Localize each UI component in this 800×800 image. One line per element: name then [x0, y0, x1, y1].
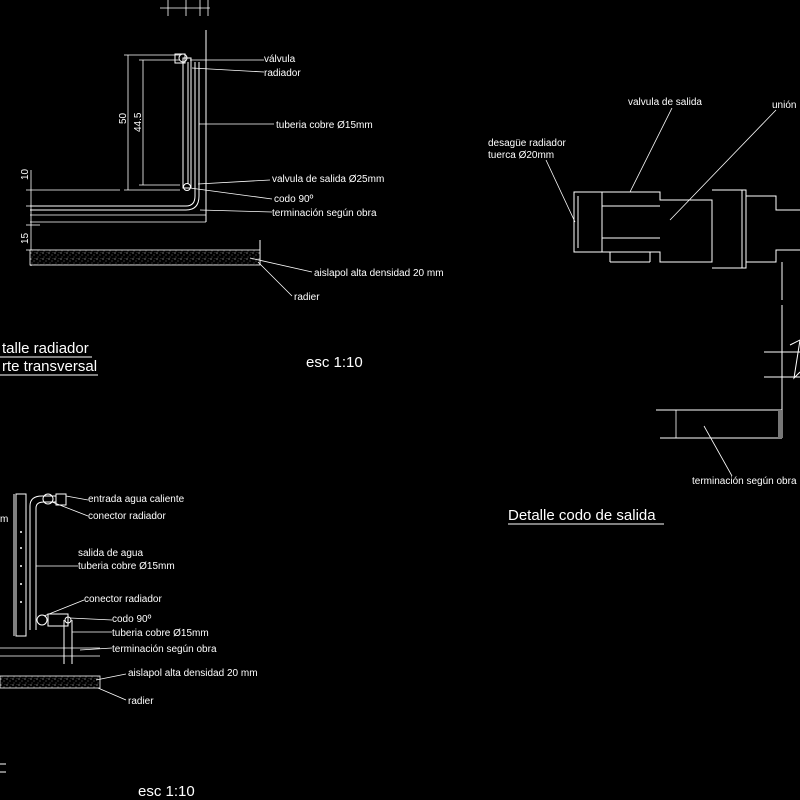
label-valvula-salida-right: valvula de salida	[628, 97, 702, 108]
label-valvula-salida: valvula de salida Ø25mm	[272, 174, 384, 185]
dim-50: 50	[118, 112, 129, 124]
connector-top	[42, 493, 54, 505]
dim-44-5: 44.5	[133, 112, 144, 132]
label-terminacion-right: terminación según obra	[692, 476, 797, 487]
label-radiador: radiador	[264, 68, 301, 79]
label-terminacion-bottom: terminación según obra	[112, 644, 217, 655]
scale-label-bottom: esc 1:10	[138, 783, 195, 800]
label-union: unión	[772, 100, 796, 111]
label-valvula: válvula	[264, 54, 296, 65]
pipe-inlet	[29, 495, 56, 630]
label-entrada: entrada agua caliente	[88, 494, 185, 505]
copper-pipe	[30, 62, 206, 223]
dim-10: 10	[20, 168, 31, 180]
detail-radiator-section: 50 44.5 10 15 válvula radiador tuberia c…	[0, 0, 444, 376]
connector-bottom	[36, 614, 48, 626]
edge-text: m	[0, 514, 8, 525]
vertical-dimensions	[26, 54, 180, 266]
label-radier-bottom: radier	[128, 696, 154, 707]
dim-15: 15	[20, 232, 31, 244]
label-aislapol: aislapol alta densidad 20 mm	[314, 268, 444, 279]
label-tuberia-cobre: tuberia cobre Ø15mm	[276, 120, 373, 131]
top-dimension	[160, 0, 210, 16]
aislapol-slab-bottom	[0, 675, 101, 689]
scale-label-top: esc 1:10	[306, 354, 363, 371]
radiator-panel	[15, 493, 27, 637]
label-aislapol-bottom: aislapol alta densidad 20 mm	[128, 668, 258, 679]
label-codo-bottom: codo 90º	[112, 614, 152, 625]
title-elbow-detail: Detalle codo de salida	[508, 507, 656, 524]
valve-body	[601, 191, 713, 263]
detail-radiator-elevation: m entrada agua caliente co	[0, 493, 258, 800]
union-body	[712, 189, 747, 269]
label-tuberia-2: tuberia cobre Ø15mm	[112, 628, 209, 639]
title-line-2: rte transversal	[2, 358, 97, 375]
aislapol-slab	[29, 249, 261, 266]
label-salida: salida de agua	[78, 548, 143, 559]
label-tuberia-1: tuberia cobre Ø15mm	[78, 561, 175, 572]
floor-edge	[778, 410, 783, 438]
label-conector-2: conector radiador	[84, 594, 162, 605]
radiator-body	[174, 53, 192, 191]
title-line-1: talle radiador	[2, 340, 89, 357]
label-radier: radier	[294, 292, 320, 303]
leaders-top-left	[189, 59, 313, 297]
label-desague: desagüe radiador	[488, 138, 567, 149]
detail-elbow-outlet: valvula de salida unión desagüe radiador…	[488, 97, 800, 525]
label-terminacion: terminación según obra	[272, 208, 377, 219]
label-tuerca: tuerca Ø20mm	[488, 150, 554, 161]
label-codo: codo 90º	[274, 194, 314, 205]
label-conector-1: conector radiador	[88, 511, 166, 522]
